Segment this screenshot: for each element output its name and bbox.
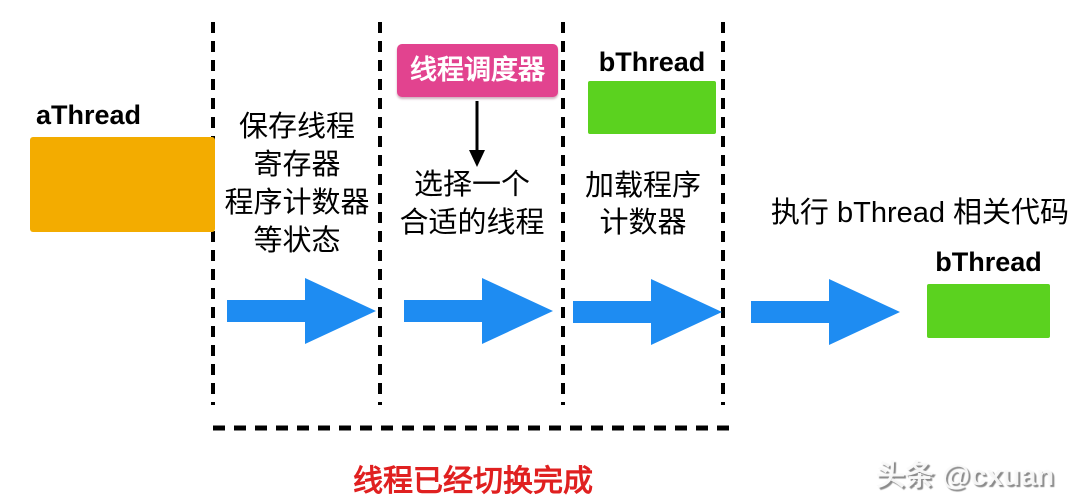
step3-description: 加载程序 计数器 bbox=[565, 168, 721, 242]
arrow-right-icon bbox=[227, 278, 376, 344]
arrow-right-icon bbox=[573, 279, 722, 345]
athread-box bbox=[30, 137, 215, 232]
result-caption: 执行 bThread 相关代码 bbox=[770, 197, 1070, 229]
step3-line: 计数器 bbox=[599, 207, 687, 239]
completion-caption: 线程已经切换完成 bbox=[353, 465, 593, 498]
watermark: 头条 @cxuan bbox=[876, 460, 1055, 492]
bthread-box bbox=[588, 81, 716, 134]
step1-description: 保存线程 寄存器 程序计数器 等状态 bbox=[215, 108, 379, 260]
step2-line: 合适的线程 bbox=[399, 207, 545, 239]
step1-line: 程序计数器 bbox=[224, 187, 370, 219]
step1-line: 等状态 bbox=[253, 225, 341, 257]
step2-line: 选择一个 bbox=[413, 169, 530, 201]
bthread-label: bThread bbox=[598, 47, 706, 77]
step3-line: 加载程序 bbox=[584, 170, 701, 202]
athread-label: aThread bbox=[36, 100, 142, 130]
step2-description: 选择一个 合适的线程 bbox=[382, 166, 562, 242]
result-bthread-label: bThread bbox=[935, 247, 1042, 277]
arrow-right-icon bbox=[404, 278, 553, 344]
step1-line: 寄存器 bbox=[253, 149, 341, 181]
arrow-right-icon bbox=[751, 279, 900, 345]
result-bthread-box bbox=[927, 284, 1050, 338]
scheduler-badge: 线程调度器 bbox=[397, 44, 558, 97]
arrow-down-icon bbox=[469, 101, 485, 167]
step1-line: 保存线程 bbox=[238, 111, 355, 143]
